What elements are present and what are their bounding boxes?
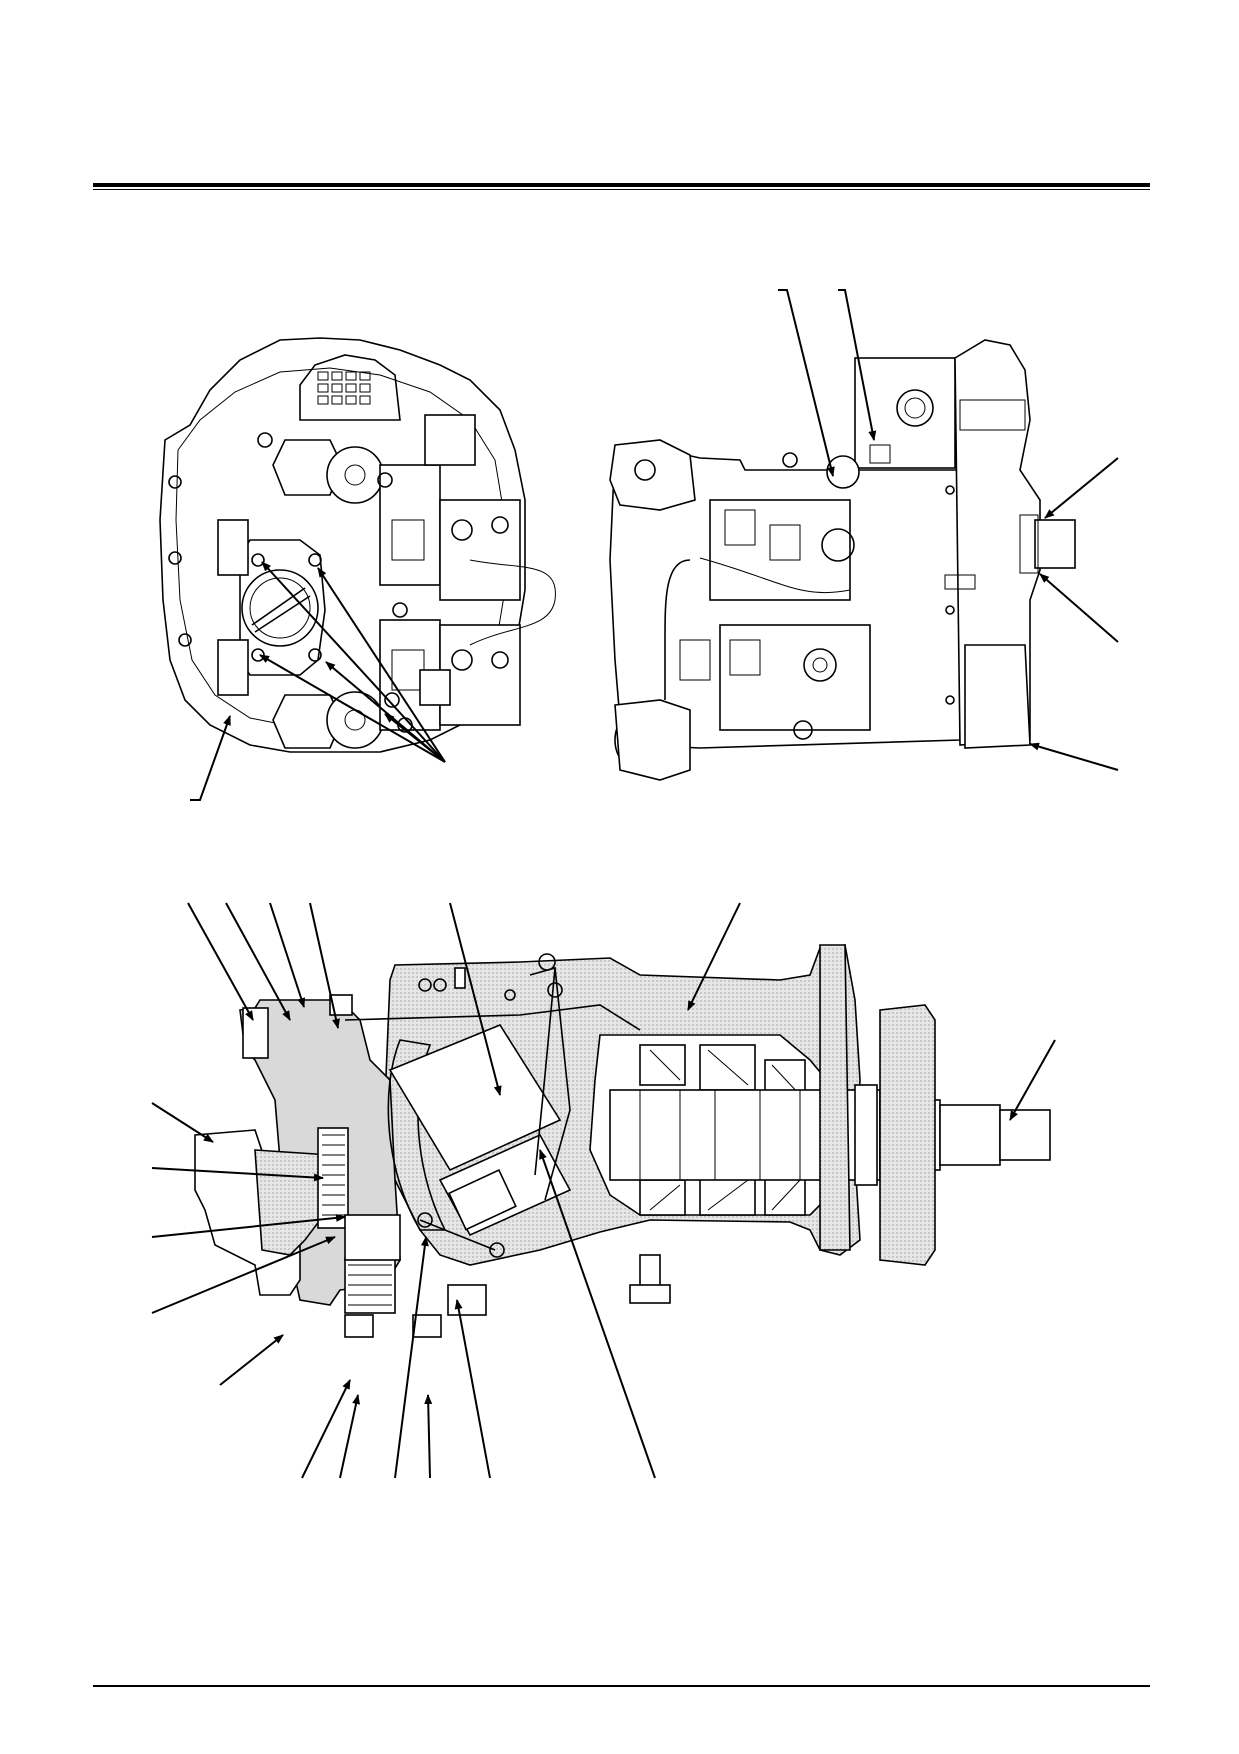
front-view-leaders (190, 561, 446, 801)
side-view-leaders (778, 289, 1119, 771)
side-view (609, 339, 1076, 781)
cross-section (194, 944, 1051, 1338)
header-rule (93, 183, 1150, 187)
header-rule-thin (93, 189, 1150, 190)
footer-rule (93, 1685, 1150, 1687)
cross-section-leaders (151, 902, 1056, 1479)
front-view (159, 337, 556, 753)
